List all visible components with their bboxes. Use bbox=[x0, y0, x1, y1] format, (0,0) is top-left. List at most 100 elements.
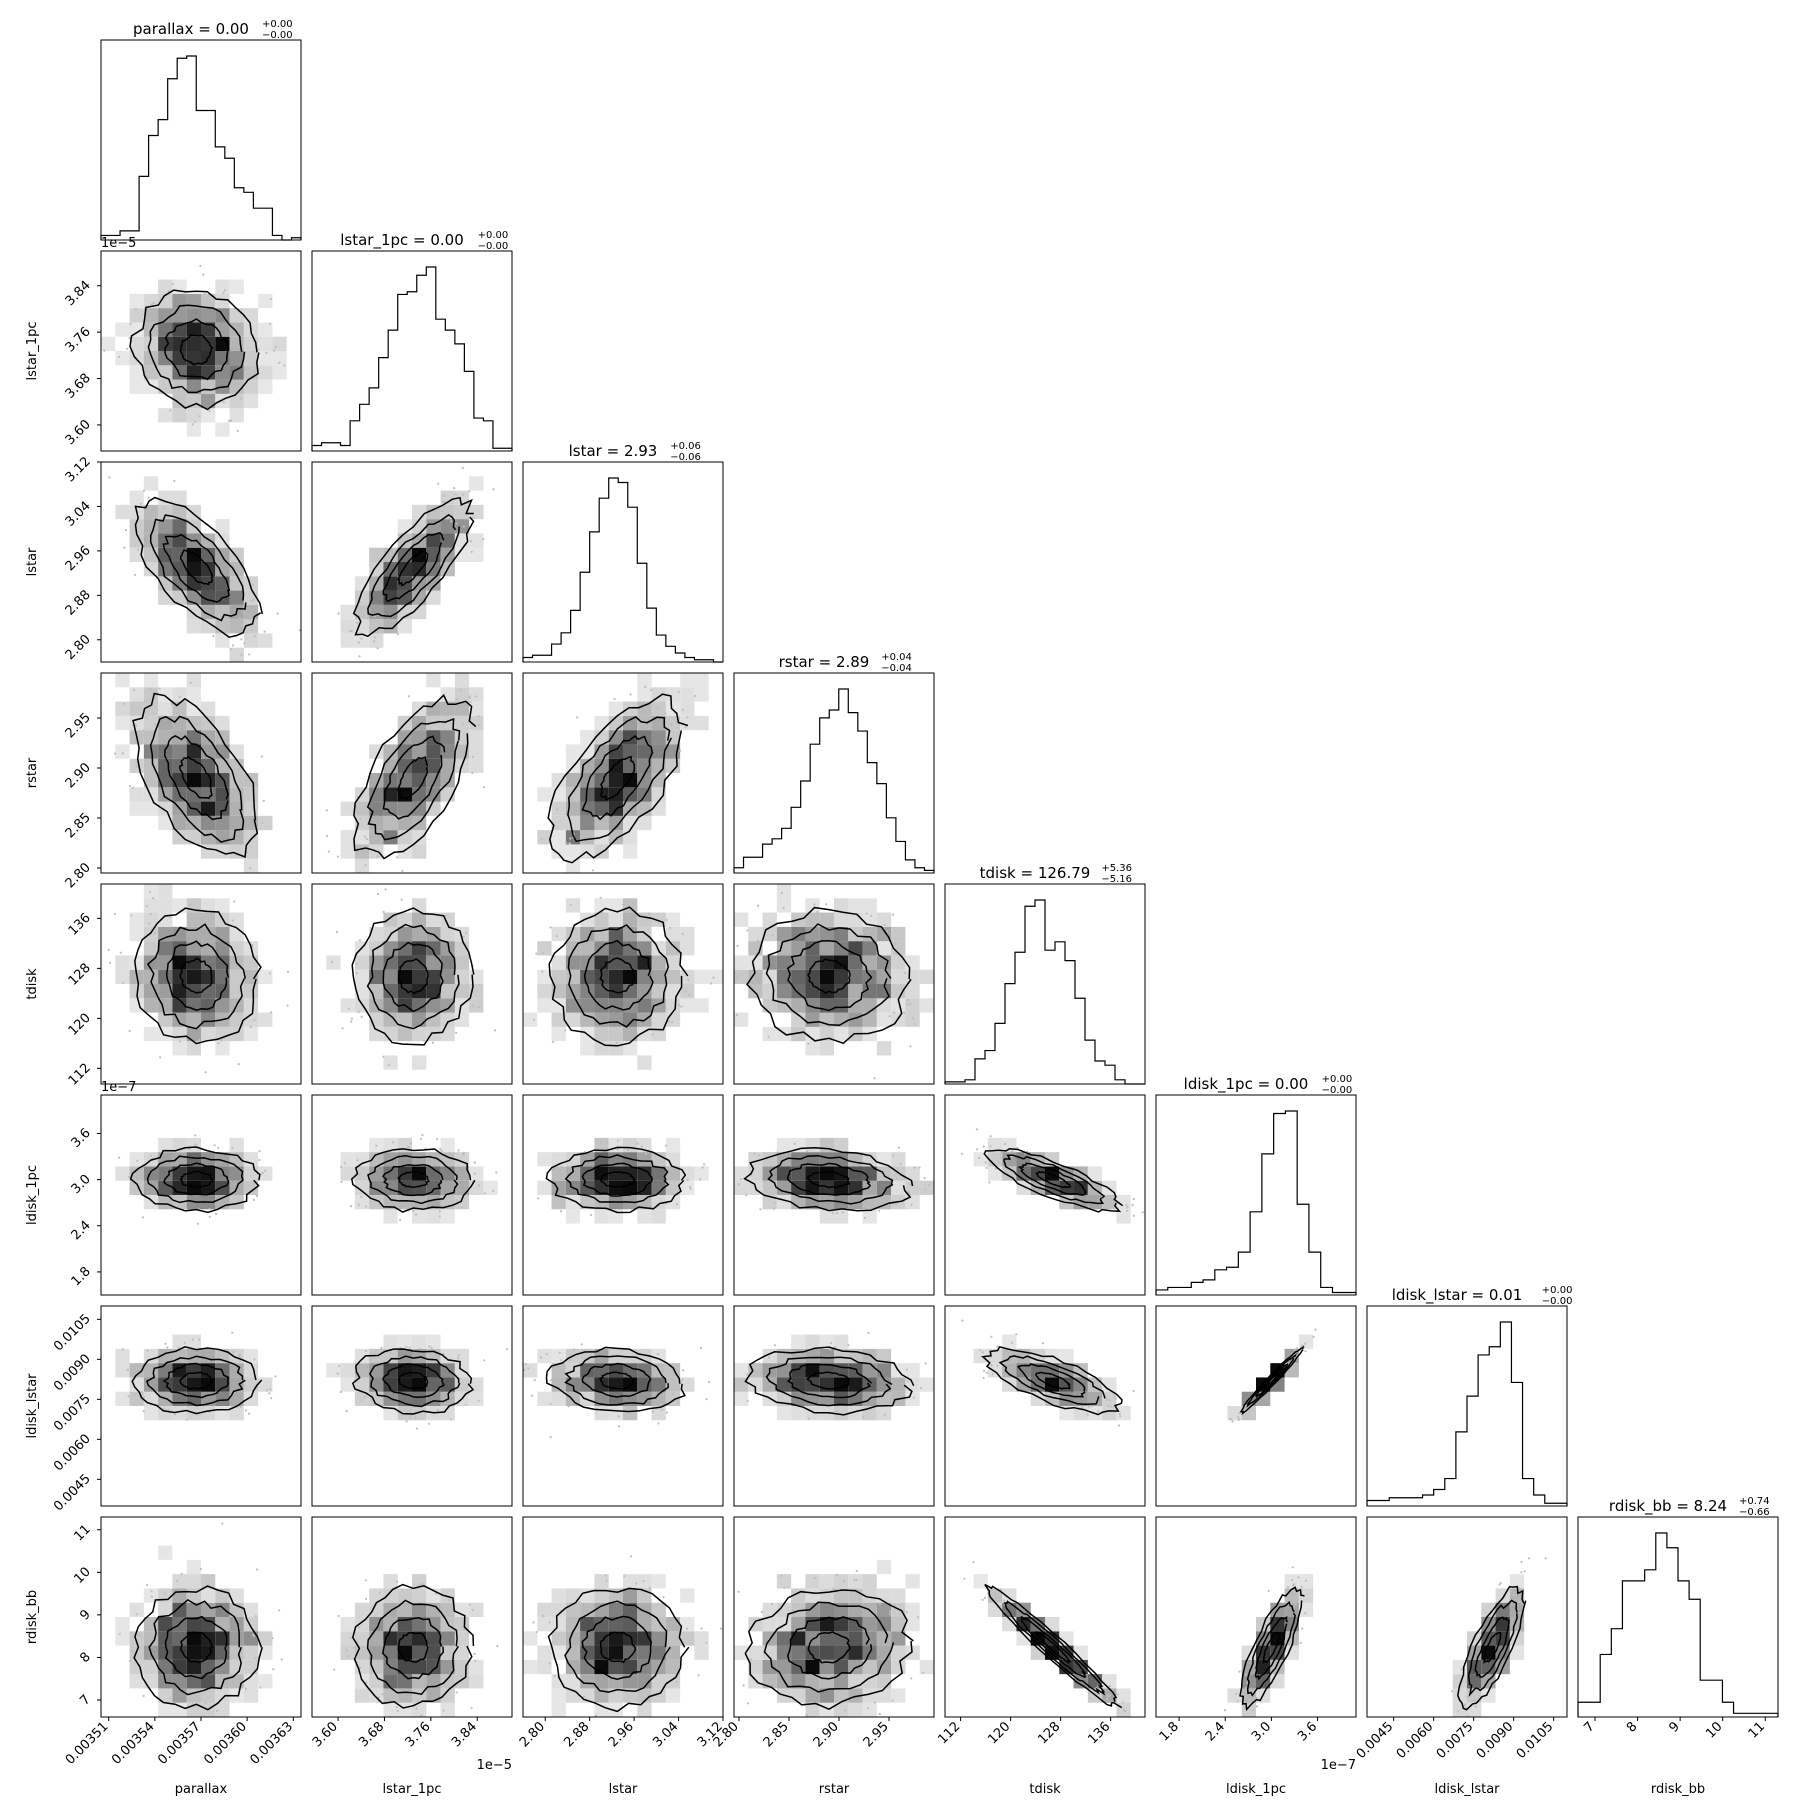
sample-point bbox=[264, 1169, 267, 1172]
density-cell bbox=[834, 1026, 849, 1042]
density-cell bbox=[243, 1631, 259, 1646]
density-cell bbox=[805, 1674, 820, 1689]
density-cell bbox=[651, 1645, 666, 1660]
density-cell bbox=[594, 1137, 609, 1153]
y-tick-label: 2.85 bbox=[63, 810, 94, 841]
sample-point bbox=[758, 1154, 761, 1157]
y-axis-offset: 1e−5 bbox=[101, 236, 136, 251]
sample-point bbox=[754, 1370, 758, 1373]
scatter-panel-rstar-vs-lstar bbox=[522, 672, 724, 874]
density-cell bbox=[186, 687, 201, 702]
density-cell bbox=[834, 1012, 849, 1027]
contour-level-4 bbox=[743, 1147, 914, 1212]
density-cell bbox=[454, 1377, 470, 1392]
hist-frame-parallax bbox=[100, 39, 302, 241]
density-cell bbox=[143, 365, 159, 380]
sample-point bbox=[128, 1029, 131, 1033]
density-cell bbox=[229, 308, 244, 323]
density-cell bbox=[440, 1702, 455, 1717]
sample-point bbox=[360, 1195, 363, 1198]
sample-point bbox=[123, 546, 126, 549]
density-cell bbox=[848, 1702, 863, 1717]
sample-point bbox=[148, 891, 151, 894]
sample-point bbox=[688, 993, 691, 996]
sample-point bbox=[360, 1399, 363, 1402]
sample-point bbox=[389, 1352, 393, 1355]
density-cell bbox=[805, 1631, 820, 1646]
sample-point bbox=[983, 1369, 986, 1372]
sample-point bbox=[174, 1413, 177, 1416]
density-cell bbox=[748, 1674, 763, 1689]
contour-level-3 bbox=[765, 923, 892, 1027]
density-cell bbox=[776, 941, 792, 956]
density-cell bbox=[834, 984, 849, 999]
density-cell bbox=[805, 1645, 820, 1660]
density-cell bbox=[115, 1363, 130, 1378]
y-tick-label: 10 bbox=[72, 1565, 94, 1587]
sample-point bbox=[913, 1166, 916, 1169]
scatter-frame bbox=[522, 1094, 724, 1296]
sample-point bbox=[605, 1579, 608, 1582]
density-cell bbox=[623, 926, 638, 942]
density-cell bbox=[848, 1406, 863, 1421]
sample-point bbox=[396, 633, 400, 636]
sample-point bbox=[232, 644, 235, 647]
density-cell bbox=[876, 998, 892, 1013]
density-cell bbox=[412, 730, 427, 745]
density-cell bbox=[776, 898, 792, 913]
density-cell bbox=[819, 1674, 834, 1689]
density-cell bbox=[651, 1026, 666, 1042]
density-cell bbox=[201, 1602, 216, 1617]
sample-point bbox=[768, 1356, 771, 1359]
density-cell bbox=[383, 1055, 398, 1070]
contour-level-1 bbox=[1034, 1171, 1072, 1189]
density-cell bbox=[158, 1617, 173, 1632]
density-cell bbox=[243, 955, 259, 970]
density-cell bbox=[229, 1377, 244, 1392]
density-cell bbox=[440, 941, 455, 956]
sample-point bbox=[994, 1167, 998, 1170]
sample-point bbox=[337, 1365, 341, 1368]
scatter-frame bbox=[733, 1516, 935, 1718]
density-cell bbox=[791, 984, 806, 999]
sample-point bbox=[1293, 1349, 1296, 1352]
sample-point bbox=[270, 297, 273, 301]
density-cell bbox=[469, 758, 484, 773]
density-cell bbox=[594, 984, 609, 999]
sample-point bbox=[686, 1627, 689, 1630]
sample-point bbox=[356, 1159, 359, 1162]
density-cell bbox=[594, 1631, 609, 1646]
sample-point bbox=[160, 715, 163, 718]
density-cell bbox=[201, 744, 216, 759]
density-cell bbox=[397, 744, 412, 759]
contour-level-4 bbox=[1239, 1345, 1305, 1416]
density-cell bbox=[608, 701, 623, 716]
density-cell bbox=[383, 955, 398, 970]
density-cell bbox=[369, 1631, 384, 1646]
density-cell bbox=[637, 1617, 652, 1632]
density-cell bbox=[637, 815, 652, 831]
density-cell bbox=[143, 673, 159, 688]
sample-point bbox=[541, 970, 544, 973]
sample-point bbox=[269, 1011, 273, 1014]
density-cell bbox=[143, 308, 159, 323]
sample-point bbox=[1118, 1424, 1121, 1427]
density-cell bbox=[215, 562, 230, 577]
density-cell bbox=[580, 1363, 595, 1378]
density-cell bbox=[1016, 1631, 1031, 1646]
density-cell bbox=[862, 1688, 877, 1703]
sample-point bbox=[1510, 1590, 1513, 1593]
sample-point bbox=[442, 1709, 445, 1712]
density-cell bbox=[383, 744, 398, 759]
density-cell bbox=[876, 1602, 892, 1617]
sample-point bbox=[439, 1148, 442, 1151]
sample-point bbox=[613, 697, 616, 701]
sample-point bbox=[1004, 1142, 1007, 1146]
density-cell bbox=[454, 1180, 470, 1195]
contour-level-3 bbox=[767, 1154, 894, 1205]
density-cell bbox=[1045, 1166, 1060, 1181]
y-tick-label: 3.12 bbox=[63, 454, 94, 485]
y-tick-label: 3.68 bbox=[63, 371, 94, 402]
density-cell bbox=[469, 744, 484, 759]
density-cell bbox=[229, 1406, 244, 1421]
